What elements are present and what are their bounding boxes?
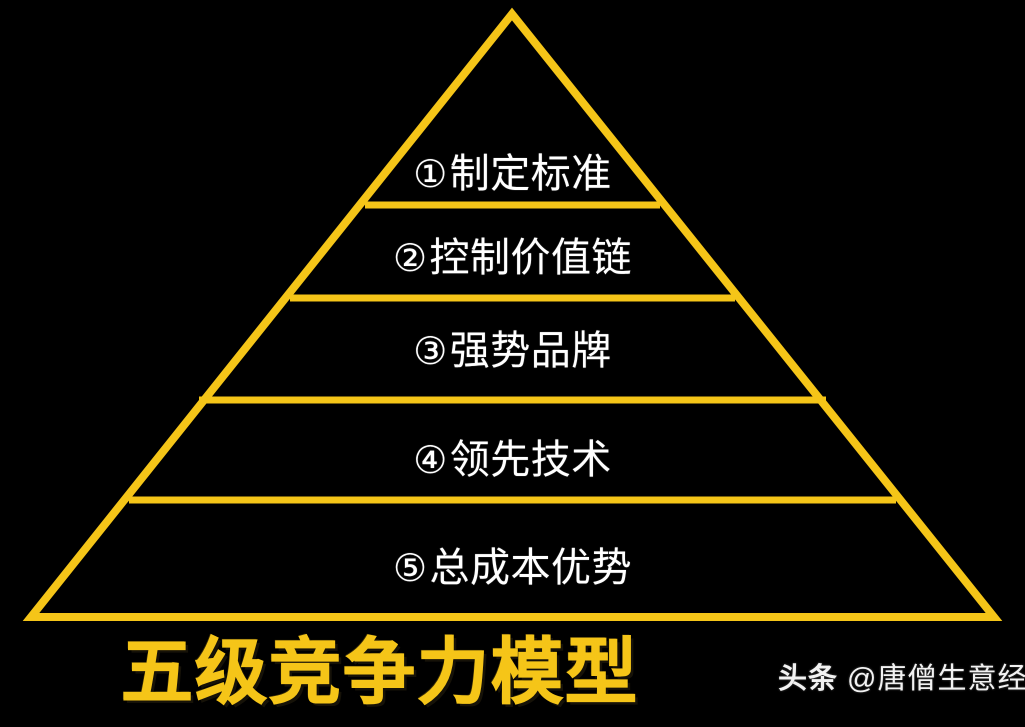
watermark-handle: @唐僧生意经 <box>847 663 1025 695</box>
watermark-brand: 头条 <box>778 663 839 695</box>
page-title: 五级竞争力模型 <box>120 633 639 714</box>
title-area: 五级竞争力模型 <box>0 633 1025 723</box>
pyramid-outline <box>22 7 1003 621</box>
watermark: 头条@唐僧生意经 <box>778 662 1025 696</box>
